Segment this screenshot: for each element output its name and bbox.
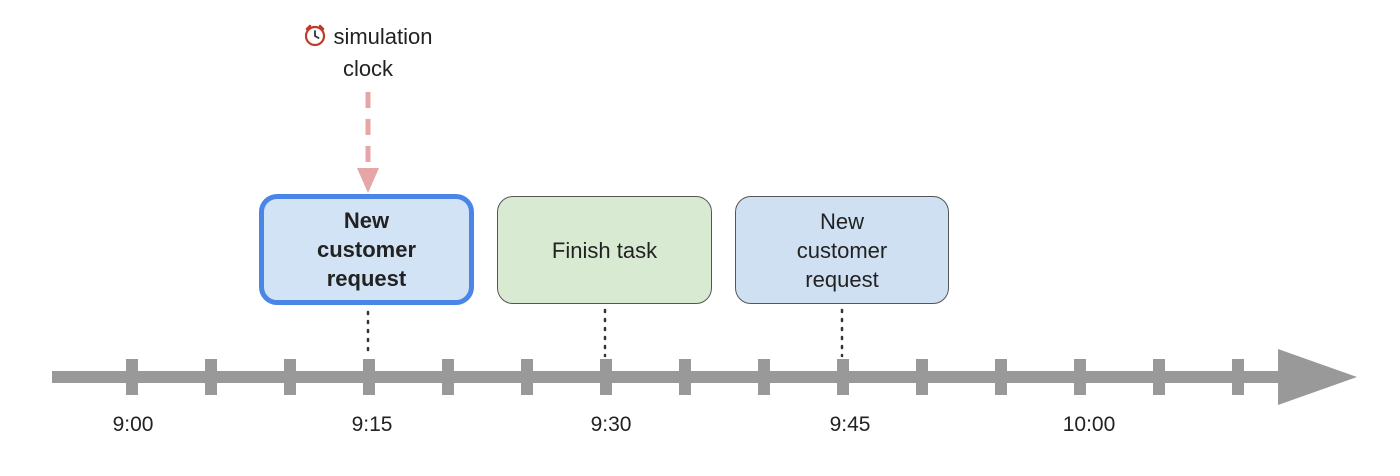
tick-mark <box>679 359 691 395</box>
tick-mark <box>1153 359 1165 395</box>
event-label: Finish task <box>551 237 658 263</box>
tick-mark <box>1074 359 1086 395</box>
event-label-line3: request <box>326 266 407 291</box>
event-label-line1: New <box>343 208 390 233</box>
tick-mark <box>442 359 454 395</box>
simulation-clock-label: simulation clock <box>268 22 468 83</box>
timeline-ticks <box>126 359 1244 395</box>
event-finish-task: Finish task <box>497 196 712 304</box>
tick-mark <box>205 359 217 395</box>
tick-label-1000: 10:00 <box>1063 413 1116 436</box>
tick-mark <box>363 359 375 395</box>
event-label-line2: customer <box>796 237 888 263</box>
tick-label-930: 9:30 <box>591 413 632 436</box>
tick-mark <box>995 359 1007 395</box>
tick-mark <box>1232 359 1244 395</box>
event-new-customer-request-future: New customer request <box>735 196 949 304</box>
tick-mark <box>916 359 928 395</box>
tick-mark <box>521 359 533 395</box>
tick-mark <box>758 359 770 395</box>
event-label-line1: New <box>819 208 864 234</box>
event-new-customer-request-current: New customer request <box>259 194 474 305</box>
event-label-line2: customer <box>316 237 417 262</box>
tick-mark <box>600 359 612 395</box>
tick-mark <box>284 359 296 395</box>
clock-pointer-arrowhead <box>357 168 379 193</box>
tick-mark <box>837 359 849 395</box>
clock-label-line2: clock <box>342 56 394 81</box>
clock-label-line1: simulation <box>333 24 433 49</box>
timeline-arrowhead <box>1278 349 1357 405</box>
tick-mark <box>126 359 138 395</box>
alarm-clock-icon <box>303 23 327 54</box>
tick-label-945: 9:45 <box>830 413 871 436</box>
event-label-line3: request <box>805 266 879 292</box>
tick-label-915: 9:15 <box>352 413 393 436</box>
tick-label-900: 9:00 <box>113 413 154 436</box>
